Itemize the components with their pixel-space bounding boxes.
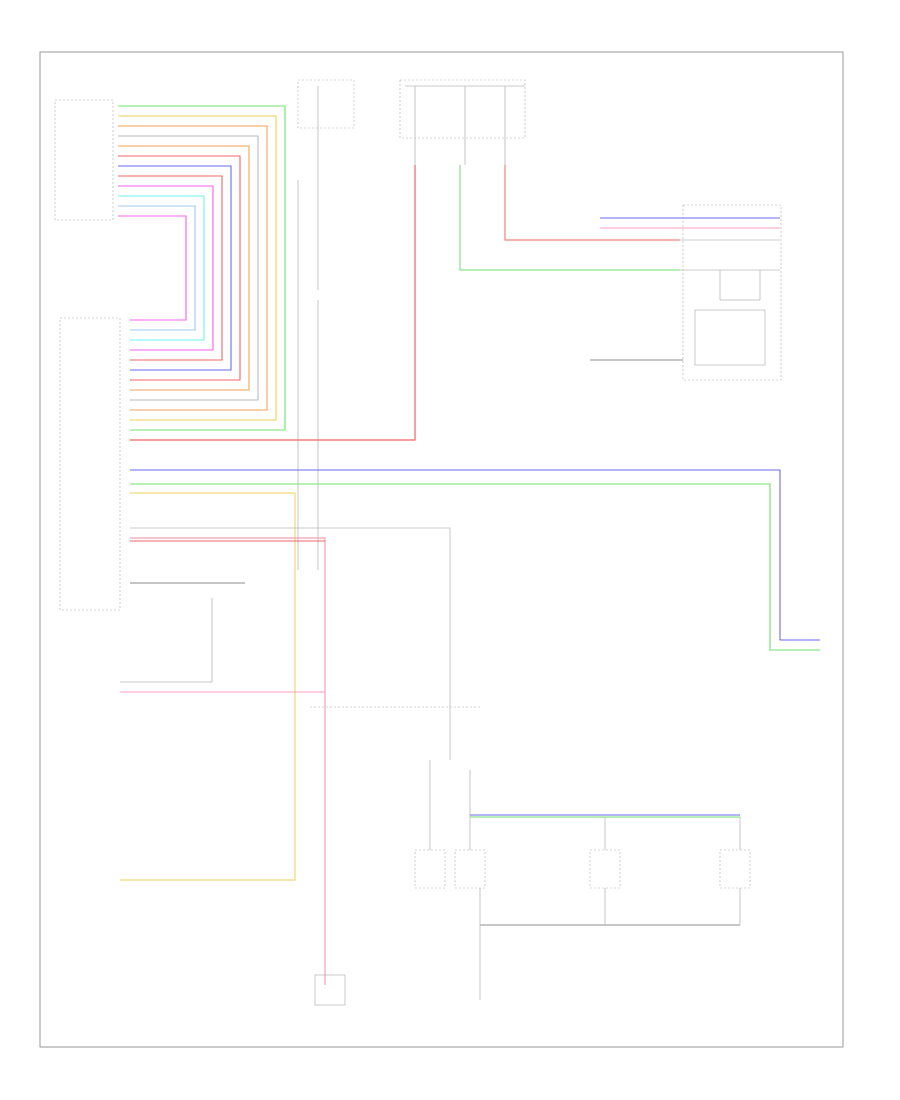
- wire-red-fuse: [130, 165, 416, 441]
- wire-blue-long: [130, 469, 820, 641]
- loop-wire-orange: [118, 145, 250, 391]
- combination-meter: [590, 204, 782, 381]
- loop-wire-magenta: [118, 215, 187, 321]
- loop-wire-orange: [118, 125, 268, 411]
- wire-yellow-down: [120, 492, 296, 881]
- wire-pink-down: [130, 537, 326, 985]
- wire-red-meter: [504, 165, 680, 241]
- ecu-block: [59, 317, 121, 611]
- loop-wire-cyan: [118, 195, 205, 341]
- loop-wire-red: [118, 175, 223, 361]
- diagram-frame: [39, 51, 844, 1048]
- loop-wire-yellow: [118, 115, 277, 421]
- wire-green-long: [130, 483, 820, 651]
- loop-wires: [118, 105, 286, 431]
- fuse-block: [297, 79, 526, 190]
- wire-green-meter: [459, 165, 680, 271]
- bottom-sensor: [314, 974, 346, 1006]
- loop-wire-blue: [118, 165, 232, 371]
- door-switch-area: [310, 706, 751, 1000]
- loop-wire-red: [118, 155, 241, 381]
- loop-wire-lightblue: [118, 205, 196, 331]
- wire-gray-down: [130, 527, 451, 760]
- loop-wire-gray: [118, 135, 259, 401]
- loop-wire-magenta: [118, 185, 214, 351]
- switch-block: [54, 99, 114, 221]
- loop-wire-green: [118, 105, 286, 431]
- wire-gray-optical: [120, 598, 213, 683]
